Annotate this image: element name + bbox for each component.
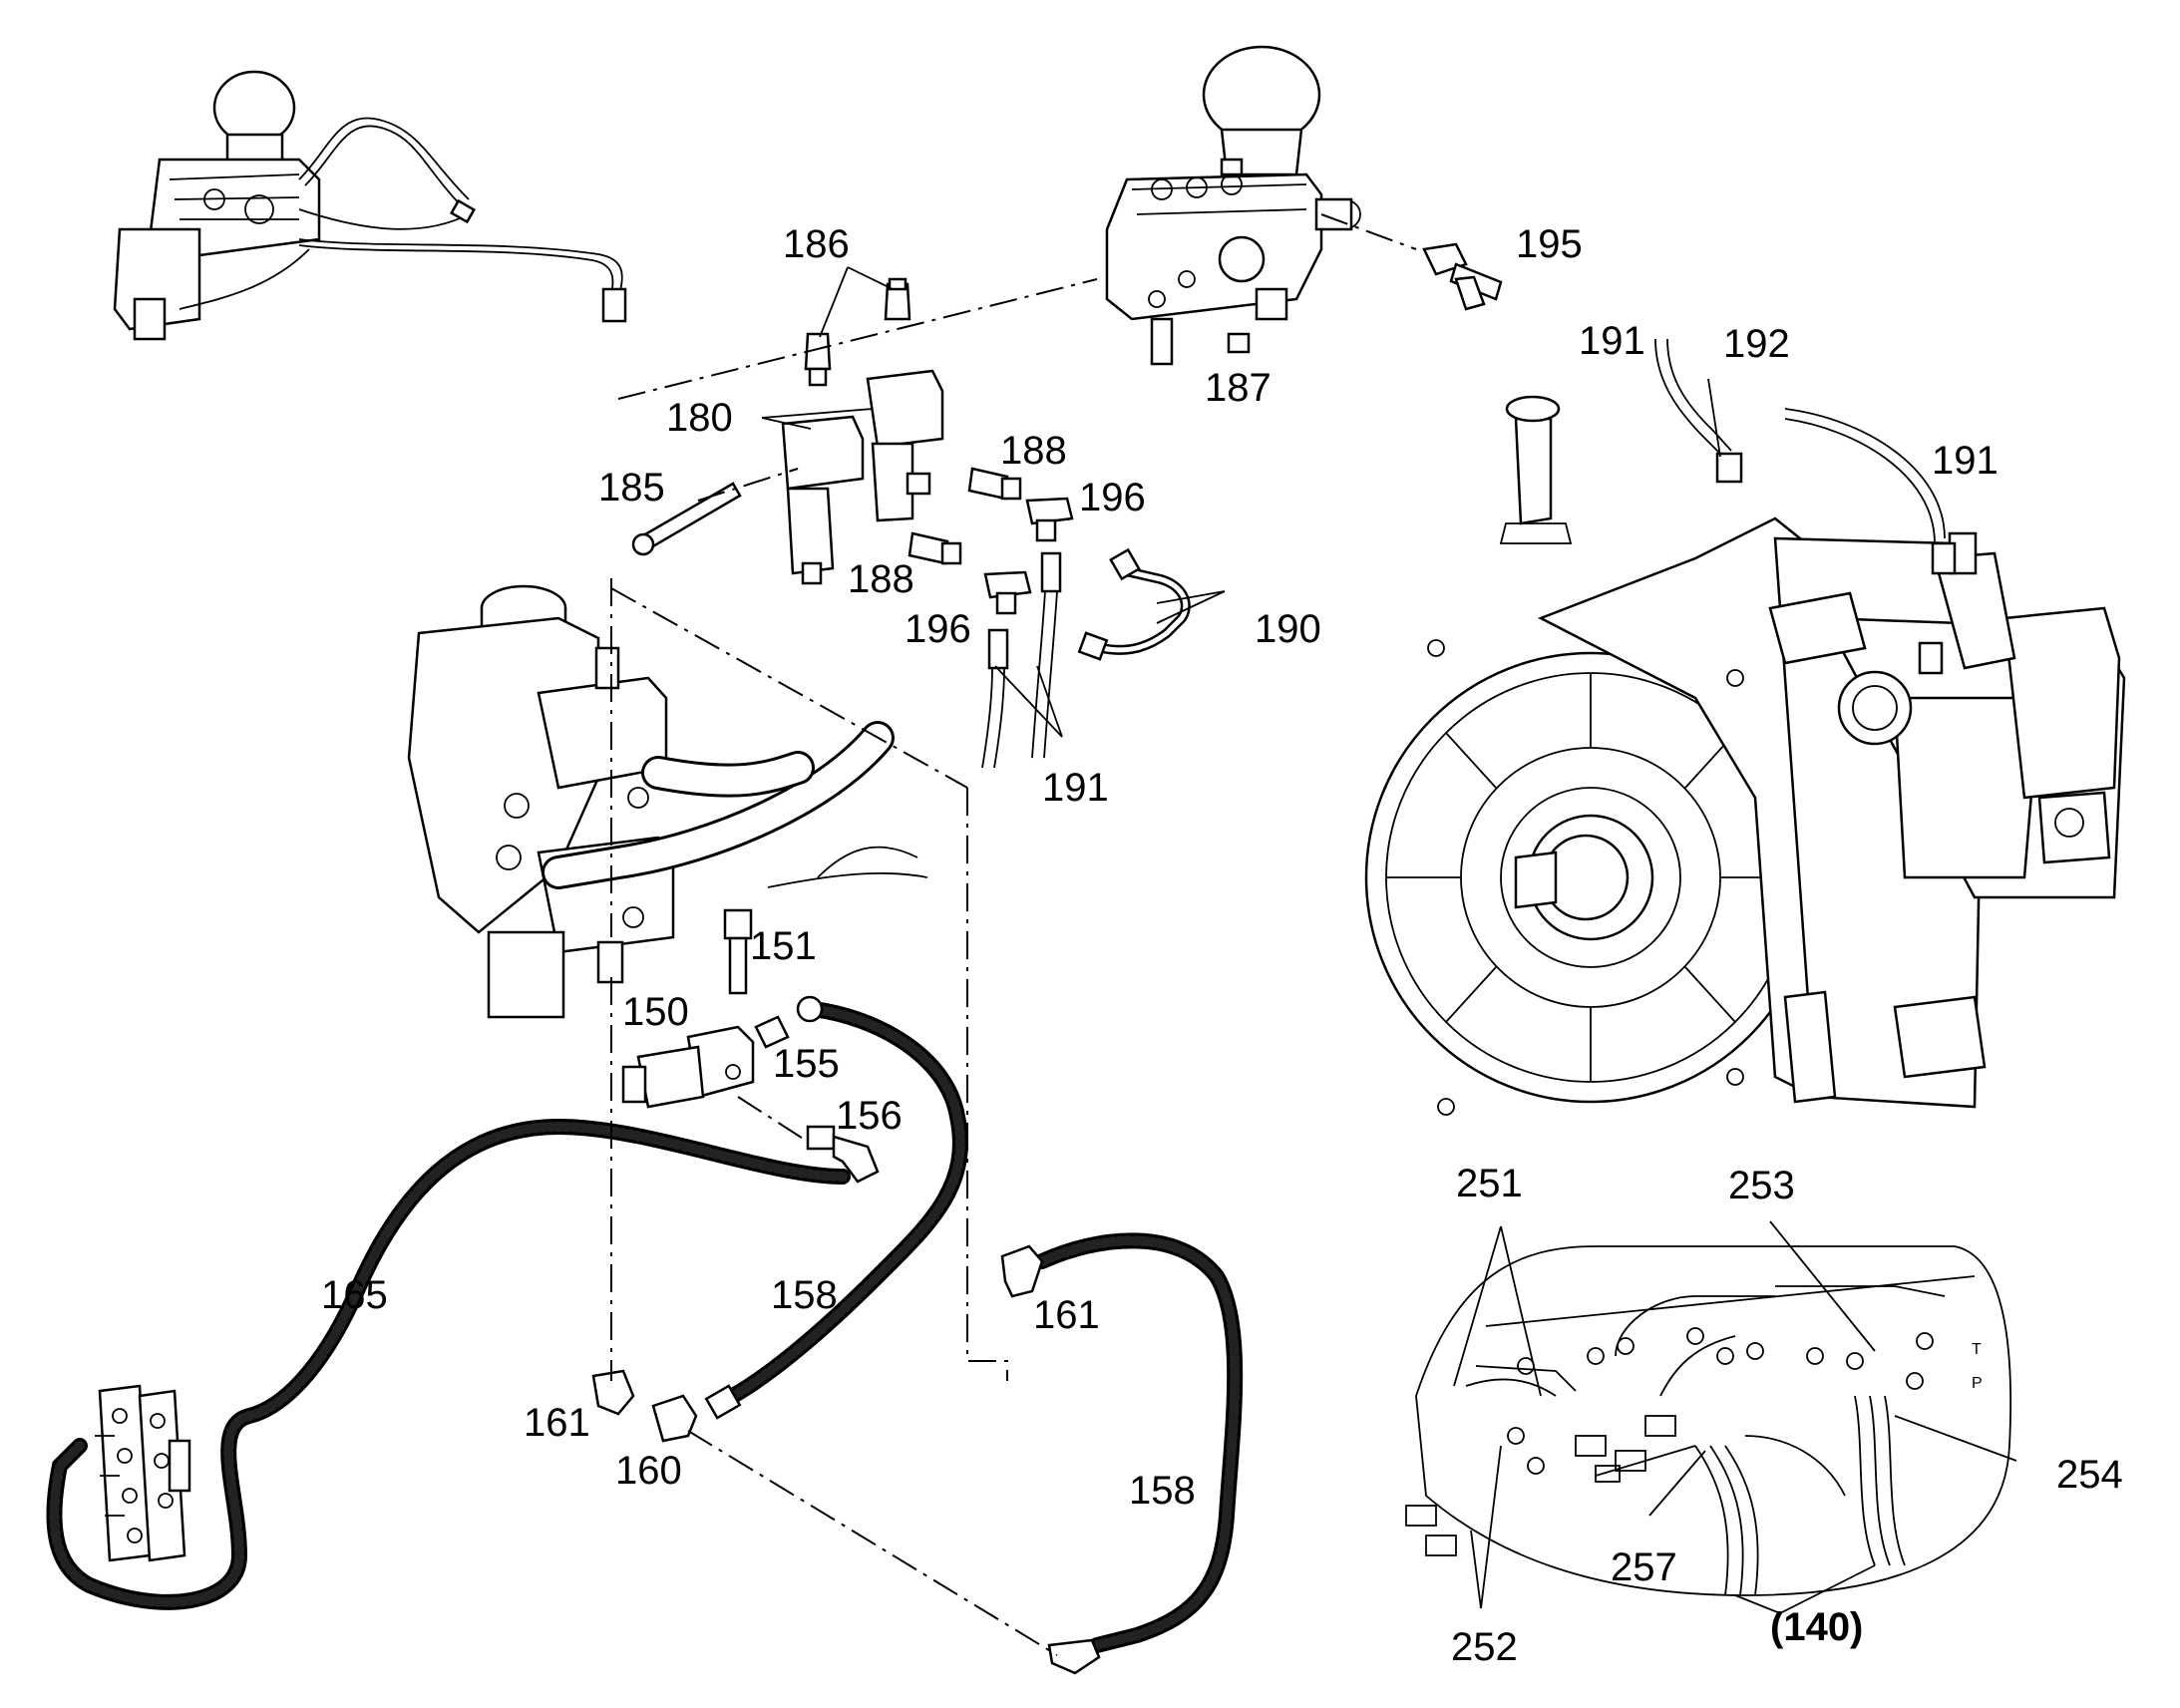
tee-fitting-195 [1422, 242, 1503, 311]
fitting-160 [651, 1394, 698, 1443]
callout-186: 186 [783, 222, 850, 266]
hose-158-lower [1034, 1232, 1244, 1675]
callout-151: 151 [750, 924, 817, 968]
callout-196-upper: 196 [1079, 476, 1146, 519]
port-mark-t: T [1972, 1341, 1982, 1358]
tee-fittings-196 [983, 497, 1074, 615]
callout-252: 252 [1451, 1625, 1518, 1669]
callout-196-lower: 196 [905, 607, 971, 651]
pipes-190 [1077, 547, 1191, 661]
callout-156: 156 [836, 1094, 903, 1138]
bolt-151 [723, 908, 753, 995]
callout-253: 253 [1728, 1164, 1795, 1207]
callout-155: 155 [773, 1042, 840, 1086]
callout-158-lower: 158 [1129, 1469, 1196, 1513]
callout-187: 187 [1205, 366, 1272, 410]
fittings-188 [908, 467, 1022, 565]
elbow-156 [806, 1125, 880, 1184]
hose-165 [46, 1118, 851, 1610]
callout-188-upper: 188 [1000, 429, 1067, 473]
callout-188-lower: 188 [848, 557, 914, 601]
plug-187 [1227, 332, 1251, 354]
callout-191-center: 191 [1042, 766, 1109, 810]
callout-labels: 186 195 187 180 185 188 188 196 196 190 … [321, 222, 2123, 1669]
callout-192: 192 [1723, 322, 1790, 366]
hydraulic-motor-assembly [407, 584, 928, 1019]
fittings-186 [804, 277, 911, 387]
elbow-161-left [591, 1369, 635, 1416]
callout-191-top: 191 [1579, 319, 1645, 363]
callout-150: 150 [622, 990, 689, 1034]
solenoid-valves-180 [781, 369, 944, 585]
callout-185: 185 [598, 466, 665, 510]
hose-158-upper [704, 995, 968, 1420]
callout-190: 190 [1255, 607, 1321, 651]
valve-150 [621, 1025, 755, 1109]
callout-161-right: 161 [1033, 1293, 1100, 1337]
callout-140: (140) [1770, 1605, 1863, 1649]
callout-251: 251 [1456, 1162, 1523, 1205]
callout-161-left: 161 [524, 1401, 590, 1445]
overview-valve-assembly [113, 70, 627, 341]
distribution-manifold [95, 1384, 191, 1562]
callout-254: 254 [2056, 1453, 2123, 1497]
callout-158-upper: 158 [771, 1273, 838, 1317]
elbow-161-right [1000, 1244, 1044, 1298]
transmission-gearbox [1364, 338, 2126, 1116]
callout-195: 195 [1516, 222, 1583, 266]
fitting-155 [754, 1015, 790, 1049]
callout-257: 257 [1611, 1545, 1677, 1589]
assembly-leader-lines [610, 213, 1417, 1656]
callout-191-right: 191 [1932, 439, 1998, 483]
callout-leaders [761, 266, 2017, 1614]
callout-180: 180 [666, 396, 733, 440]
callout-165: 165 [321, 1273, 388, 1317]
detail-inset-valve-harness [1405, 1245, 2012, 1596]
valve-block-with-accumulator [1105, 45, 1361, 366]
port-mark-p: P [1972, 1375, 1983, 1392]
hoses-191-center [981, 551, 1062, 769]
callout-160: 160 [615, 1449, 682, 1493]
